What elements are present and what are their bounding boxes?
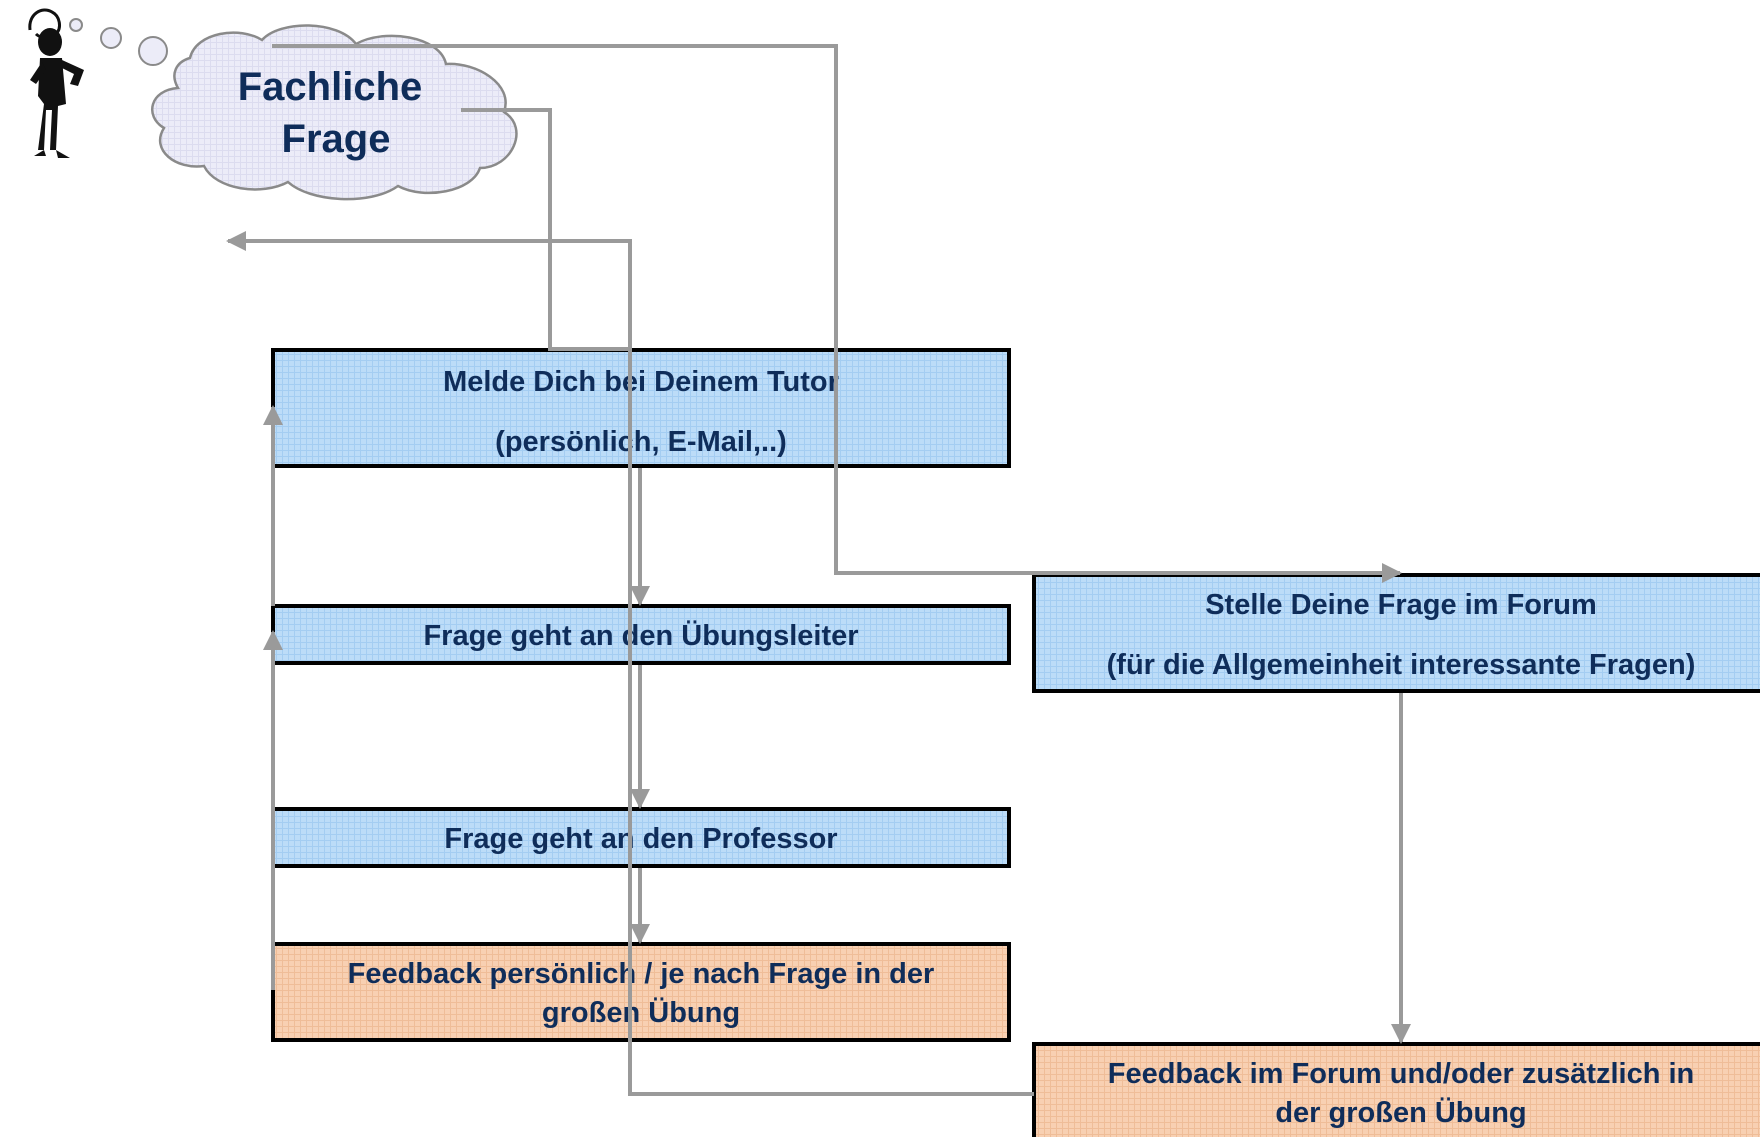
box-feedback-personal-line-1: Feedback persönlich / je nach Frage in d…	[348, 958, 935, 990]
cloud-title-line-2: Frage	[282, 117, 391, 161]
question-cloud: Fachliche Frage	[151, 24, 518, 201]
box-feedback-forum: Feedback im Forum und/oder zusätzlich in…	[1032, 1042, 1760, 1137]
box-feedback-personal-line-2: großen Übung	[542, 996, 740, 1029]
box-forum-line-2: (für die Allgemeinheit interessante Frag…	[1107, 649, 1696, 681]
box-tutor-line-2: (persönlich, E-Mail,..)	[495, 426, 787, 458]
connector-feedback-forum-to-cloud	[226, 231, 1034, 1096]
box-forum-line-1: Stelle Deine Frage im Forum	[1205, 589, 1597, 621]
box-tutor-line-1: Melde Dich bei Deinem Tutor	[443, 366, 839, 398]
box-feedback-forum-line-2: der großen Übung	[1275, 1096, 1526, 1129]
box-uebungsleiter: Frage geht an den Übungsleiter	[271, 604, 1011, 665]
box-forum: Stelle Deine Frage im Forum (für die All…	[1032, 573, 1760, 693]
box-professor: Frage geht an den Professor	[271, 807, 1011, 868]
box-uebungsleiter-line-1: Frage geht an den Übungsleiter	[423, 619, 858, 652]
cloud-title-line-1: Fachliche	[238, 65, 423, 109]
box-feedback-personal: Feedback persönlich / je nach Frage in d…	[271, 942, 1011, 1042]
box-feedback-forum-line-1: Feedback im Forum und/oder zusätzlich in	[1108, 1058, 1695, 1090]
box-tutor: Melde Dich bei Deinem Tutor (persönlich,…	[271, 348, 1011, 468]
connectors	[226, 44, 1411, 1096]
thought-bubbles	[69, 18, 168, 66]
thinking-person-icon	[28, 8, 84, 158]
connector-cloud-to-forum	[272, 44, 1402, 583]
connector-cloud-to-tutor	[461, 108, 630, 351]
box-professor-line-1: Frage geht an den Professor	[444, 823, 837, 855]
